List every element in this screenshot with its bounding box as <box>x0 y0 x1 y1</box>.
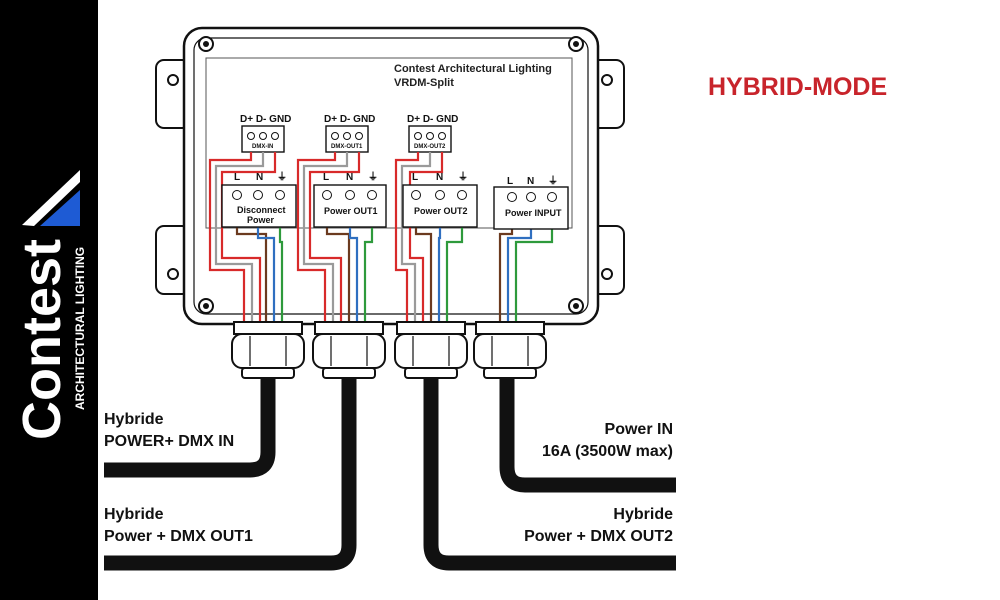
dmx-in-label: DMX-IN <box>252 144 273 150</box>
earth-icon: ⏚ <box>368 171 378 183</box>
pin-l: L <box>323 172 329 183</box>
earth-icon: ⏚ <box>458 171 468 183</box>
cable-gland-3 <box>394 321 468 379</box>
cable-labels: Hybride POWER+ DMX IN Hybride Power + DM… <box>104 411 673 545</box>
brand-tagline: ARCHITECTURAL LIGHTING <box>73 247 87 410</box>
device-model: VRDM-Split <box>394 77 454 89</box>
cable-gland-4 <box>473 321 547 379</box>
dmx-connector-out1: D+ D- GND DMX-OUT1 <box>324 114 375 153</box>
pin-n: N <box>256 172 263 183</box>
cable-label-dmx-out2-line2: Power + DMX OUT2 <box>524 528 673 545</box>
dmx-out1-label: DMX-OUT1 <box>331 144 363 150</box>
dmx-out2-label: DMX-OUT2 <box>414 144 446 150</box>
dmx-pin-labels: D+ D- GND <box>407 114 458 125</box>
cable-label-dmx-out1-line2: Power + DMX OUT1 <box>104 528 253 545</box>
earth-icon: ⏚ <box>277 171 287 183</box>
corner-screws <box>198 36 584 314</box>
pin-n: N <box>346 172 353 183</box>
brand-sidebar <box>0 0 98 600</box>
cable-label-power-in-line1: Power IN <box>605 421 673 438</box>
brand-name: Contest <box>12 239 72 440</box>
block-label: Power OUT2 <box>414 206 468 216</box>
cable-gland-2 <box>312 321 386 379</box>
cable-label-dmx-out1-line1: Hybride <box>104 506 164 523</box>
earth-icon: ⏚ <box>548 175 558 187</box>
brand-logo: Contest ARCHITECTURAL LIGHTING <box>12 170 87 440</box>
cable-glands <box>231 321 547 379</box>
cable-dmx-out2 <box>423 375 676 571</box>
pin-l: L <box>234 172 240 183</box>
power-block-disconnect: L N ⏚ Disconnect Power <box>221 171 297 228</box>
logo-mark-white <box>22 170 80 226</box>
dmx-pin-labels: D+ D- GND <box>240 114 291 125</box>
mode-title: HYBRID-MODE <box>708 73 887 101</box>
block-label-2: Power <box>247 215 275 225</box>
cable-dmx-in <box>104 375 276 478</box>
cable-label-power-in-line2: 16A (3500W max) <box>542 443 673 460</box>
pin-n: N <box>527 176 534 187</box>
dmx-connector-in: D+ D- GND DMX-IN <box>240 114 291 153</box>
device-maker: Contest Architectural Lighting <box>394 63 552 75</box>
block-label: Power OUT1 <box>324 206 378 216</box>
pin-l: L <box>412 172 418 183</box>
power-block-input: L N ⏚ Power INPUT <box>493 175 569 230</box>
power-block-out1: L N ⏚ Power OUT1 <box>313 171 387 228</box>
pin-l: L <box>507 176 513 187</box>
dmx-pin-labels: D+ D- GND <box>324 114 375 125</box>
block-label: Disconnect <box>237 205 286 215</box>
power-block-out2: L N ⏚ Power OUT2 <box>402 171 478 228</box>
cable-label-dmx-in-line2: POWER+ DMX IN <box>104 433 234 450</box>
block-label: Power INPUT <box>505 208 562 218</box>
pin-n: N <box>436 172 443 183</box>
cable-power-in <box>499 375 676 493</box>
cable-label-dmx-out2-line1: Hybride <box>613 506 673 523</box>
cable-label-dmx-in-line1: Hybride <box>104 411 164 428</box>
cables <box>104 375 676 571</box>
dmx-connector-out2: D+ D- GND DMX-OUT2 <box>407 114 458 153</box>
logo-mark-blue-icon <box>40 190 80 226</box>
cable-gland-1 <box>231 321 305 379</box>
cable-dmx-out1 <box>104 375 357 571</box>
